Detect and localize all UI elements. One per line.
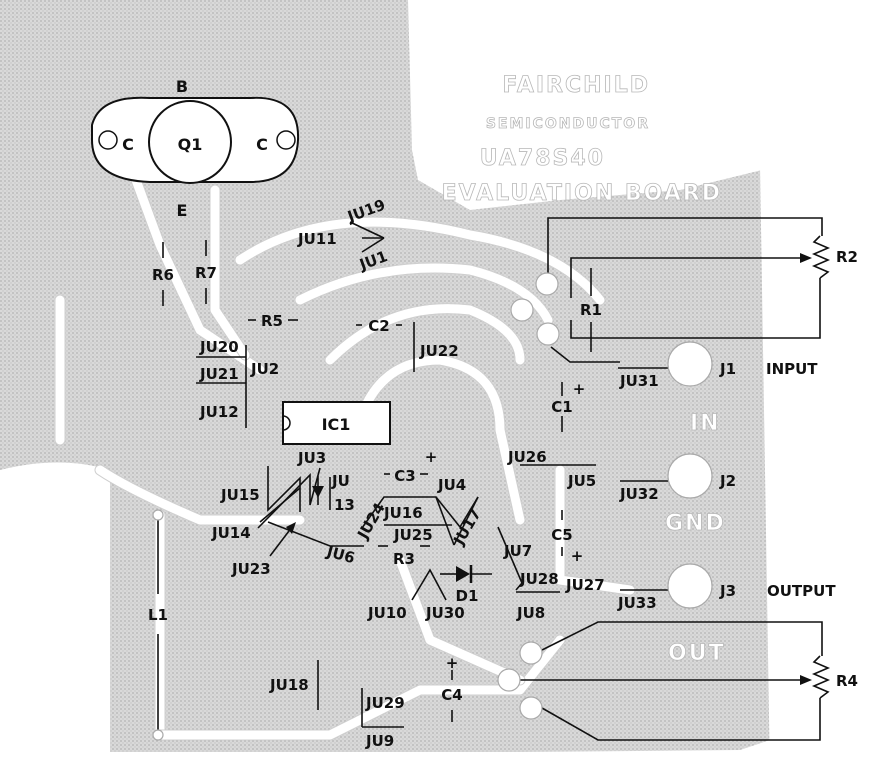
- label-ju14: JU14: [211, 524, 251, 542]
- label-ju20: JU20: [199, 338, 239, 356]
- label-r2: R2: [836, 248, 858, 266]
- transistor-q1: Q1 B C C E: [91, 77, 300, 220]
- label-r7: R7: [195, 264, 217, 282]
- q1-collector-right-label: C: [256, 135, 268, 154]
- silkscreen-part: UA78S40: [480, 146, 605, 171]
- label-ju12: JU12: [199, 403, 239, 421]
- label-j1: J1: [719, 360, 736, 378]
- q1-collector-left-label: C: [122, 135, 134, 154]
- label-r5: R5: [261, 312, 283, 330]
- label-ju9: JU9: [365, 732, 394, 750]
- q1-base-label: B: [176, 77, 188, 96]
- label-c4: C4: [441, 686, 462, 704]
- silkscreen-maker-sub: SEMICONDUCTOR: [486, 116, 650, 132]
- label-r4: R4: [836, 672, 858, 690]
- label-ju2: JU2: [250, 360, 279, 378]
- label-l1: L1: [148, 606, 168, 624]
- label-ju26: JU26: [507, 448, 547, 466]
- silkscreen-gnd: GND: [665, 511, 726, 536]
- label-c1: C1: [551, 398, 572, 416]
- c1-plus: +: [573, 380, 586, 398]
- ic1-chip: IC1: [282, 401, 391, 445]
- label-ju16: JU16: [383, 504, 423, 522]
- silkscreen-out: OUT: [668, 641, 726, 666]
- label-ju13-a: JU: [331, 472, 350, 490]
- label-j2: J2: [719, 472, 736, 490]
- label-ju21: JU21: [199, 365, 239, 383]
- label-ju8: JU8: [516, 604, 545, 622]
- q1-emitter-label: E: [177, 201, 188, 220]
- board-silkscreen: FAIRCHILD SEMICONDUCTOR UA78S40 EVALUATI…: [441, 73, 726, 667]
- label-ju22: JU22: [419, 342, 459, 360]
- label-c2: C2: [368, 317, 389, 335]
- jumper-labels: JU19 JU11 JU1 JU20 JU21 JU2 JU12 JU22 JU…: [199, 196, 659, 750]
- label-ju7: JU7: [503, 542, 532, 560]
- label-ju11: JU11: [297, 230, 337, 248]
- label-r6: R6: [152, 266, 174, 284]
- label-ju28: JU28: [519, 570, 559, 588]
- label-ju31: JU31: [619, 372, 659, 390]
- label-ju5: JU5: [567, 472, 596, 490]
- label-ju27: JU27: [565, 576, 605, 594]
- silkscreen-maker: FAIRCHILD: [502, 73, 650, 98]
- label-ju33: JU33: [617, 594, 657, 612]
- label-r1: R1: [580, 301, 602, 319]
- label-ju15: JU15: [220, 486, 260, 504]
- c4-plus: +: [446, 654, 459, 672]
- label-ju25: JU25: [393, 526, 433, 544]
- label-ju13-b: 13: [334, 496, 355, 514]
- label-d1: D1: [456, 587, 479, 605]
- label-input: INPUT: [766, 360, 818, 378]
- label-ju29: JU29: [365, 694, 405, 712]
- polarity-marks: + + + +: [425, 380, 586, 672]
- c3-plus: +: [425, 448, 438, 466]
- label-c3: C3: [394, 467, 415, 485]
- label-output: OUTPUT: [767, 582, 836, 600]
- component-labels: R6 R7 R5 C2 R1 R2 J1 INPUT C1 J2 C3 C5 R…: [148, 248, 858, 704]
- ic1-label: IC1: [322, 415, 351, 434]
- label-ju18: JU18: [269, 676, 309, 694]
- q1-label: Q1: [178, 135, 203, 154]
- label-j3: J3: [719, 582, 736, 600]
- label-c5: C5: [551, 526, 572, 544]
- c5-plus: +: [571, 547, 584, 565]
- label-r3: R3: [393, 550, 415, 568]
- copper-traces: [54, 144, 636, 741]
- label-ju32: JU32: [619, 485, 659, 503]
- label-ju23: JU23: [231, 560, 271, 578]
- silkscreen-board: EVALUATION BOARD: [442, 181, 722, 206]
- label-ju3: JU3: [297, 449, 326, 467]
- silkscreen-in: IN: [690, 411, 721, 436]
- pads: [152, 272, 713, 741]
- label-ju4: JU4: [437, 476, 466, 494]
- label-ju30: JU30: [425, 604, 465, 622]
- label-ju10: JU10: [367, 604, 407, 622]
